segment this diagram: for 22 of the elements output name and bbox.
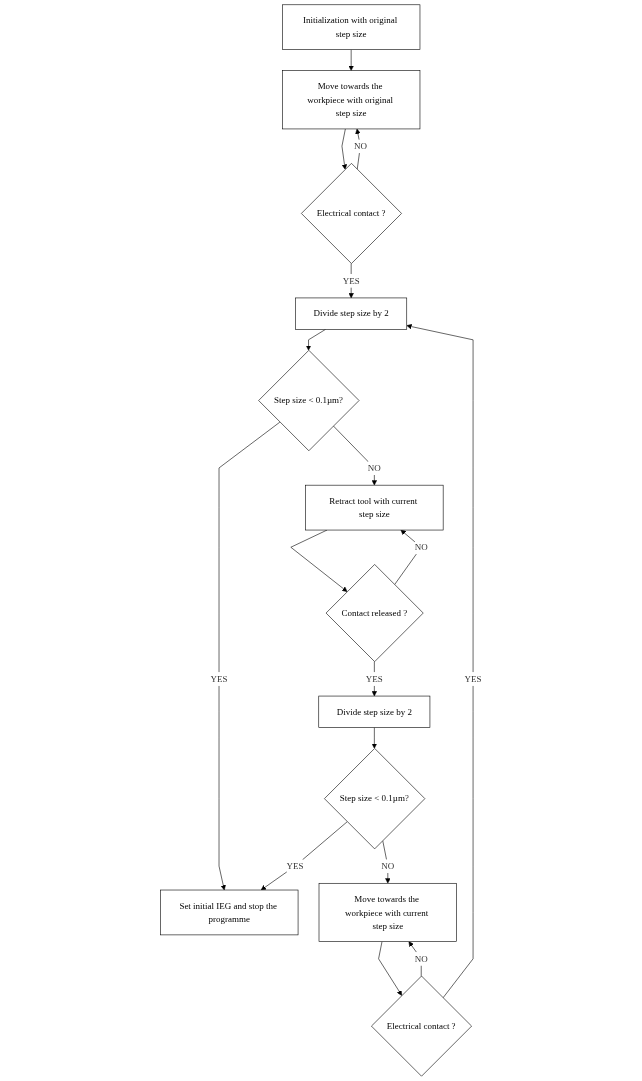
node-box: Move towards the workpiece with current step size bbox=[318, 883, 457, 942]
edge-label: YES bbox=[464, 673, 482, 684]
edge-label: YES bbox=[286, 861, 304, 871]
edge-label: NO bbox=[414, 542, 428, 552]
node-diamond: Electrical contact ? bbox=[301, 163, 402, 264]
edge-label: YES bbox=[365, 673, 383, 684]
node-box: Move towards the workpiece with original step size bbox=[282, 70, 421, 130]
node-diamond: Electrical contact ? bbox=[371, 975, 472, 1077]
node-box: Divide step size by 2 bbox=[318, 695, 431, 728]
node-box: Retract tool with current step size bbox=[305, 484, 444, 531]
node-diamond: Step size < 0.1µm? bbox=[258, 350, 360, 452]
edge-label: YES bbox=[210, 673, 228, 684]
node-diamond: Contact released ? bbox=[325, 564, 424, 662]
node-box: Set initial IEG and stop the programme bbox=[160, 889, 299, 936]
edge-label: NO bbox=[381, 861, 395, 871]
edge-label: NO bbox=[353, 141, 367, 151]
node-box: Divide step size by 2 bbox=[295, 297, 408, 330]
node-box: Initialization with original step size bbox=[282, 4, 421, 50]
edge-label: YES bbox=[342, 275, 360, 286]
edge-label: NO bbox=[414, 953, 428, 964]
edge-label: NO bbox=[367, 463, 381, 473]
node-diamond: Step size < 0.1µm? bbox=[324, 748, 426, 850]
